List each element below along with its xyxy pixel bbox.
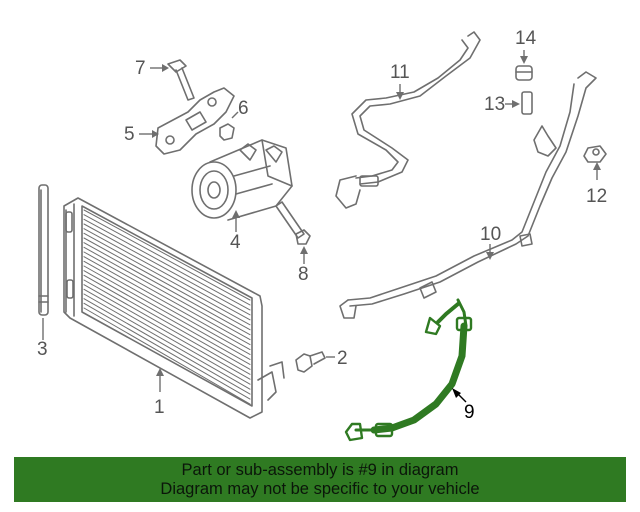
condenser-fin — [83, 293, 251, 390]
callout-14: 14 — [515, 28, 537, 49]
condenser-fin — [83, 256, 251, 351]
part-12-switch[interactable] — [583, 145, 607, 163]
parts-diagram: 3 1 2 7 5 6 — [37, 28, 607, 442]
callout-5: 5 — [124, 124, 135, 145]
part-1-condenser[interactable] — [63, 197, 285, 419]
part-5-bracket[interactable] — [155, 87, 235, 155]
part-11-suction-hose[interactable] — [335, 31, 481, 209]
part-2-bolt[interactable] — [295, 351, 326, 373]
callout-8: 8 — [298, 264, 309, 285]
banner-line-1: Part or sub-assembly is #9 in diagram — [181, 461, 459, 479]
part-3-drier-rod[interactable] — [38, 184, 49, 316]
condenser-fin — [83, 298, 251, 395]
condenser-fin — [83, 223, 251, 316]
callout-3: 3 — [37, 339, 48, 360]
part-8-stud[interactable] — [275, 201, 311, 245]
part-7-bolt[interactable] — [167, 59, 195, 101]
part-13-valve[interactable] — [521, 91, 533, 115]
condenser-fin — [83, 270, 251, 365]
condenser-fin — [83, 260, 251, 355]
part-10-liquid-line[interactable] — [339, 71, 597, 319]
condenser-fin — [83, 214, 251, 306]
callout-9: 9 — [464, 402, 475, 423]
condenser-fin — [83, 265, 251, 360]
condenser-fin — [83, 228, 251, 321]
condenser-fin — [83, 242, 251, 336]
banner-line-2: Diagram may not be specific to your vehi… — [160, 480, 480, 498]
callout-12: 12 — [586, 186, 607, 207]
condenser-fin — [83, 209, 251, 301]
condenser-fin — [83, 284, 251, 380]
callout-13: 13 — [484, 94, 505, 115]
condenser-fin — [83, 232, 251, 326]
callout-10: 10 — [480, 224, 501, 245]
part-4-compressor[interactable] — [191, 139, 293, 221]
condenser-fin — [83, 246, 251, 341]
callout-6: 6 — [238, 98, 249, 119]
condenser-fin — [83, 251, 251, 346]
condenser-fin — [83, 237, 251, 331]
callout-2: 2 — [337, 348, 348, 369]
callout-1: 1 — [154, 397, 165, 418]
condenser-fin — [83, 218, 251, 311]
part-14-cap[interactable] — [515, 65, 533, 81]
part-6-nut[interactable] — [219, 123, 235, 141]
info-banner: Part or sub-assembly is #9 in diagram Di… — [14, 457, 626, 502]
condenser-fin — [83, 288, 251, 385]
condenser-fin — [83, 279, 251, 375]
condenser-fin — [83, 307, 251, 405]
callout-11: 11 — [390, 62, 410, 83]
condenser-fin — [83, 274, 251, 370]
condenser-fin — [83, 302, 251, 400]
callout-7: 7 — [135, 58, 146, 79]
callout-4: 4 — [230, 232, 241, 253]
part-9-discharge-hose[interactable] — [344, 298, 473, 442]
